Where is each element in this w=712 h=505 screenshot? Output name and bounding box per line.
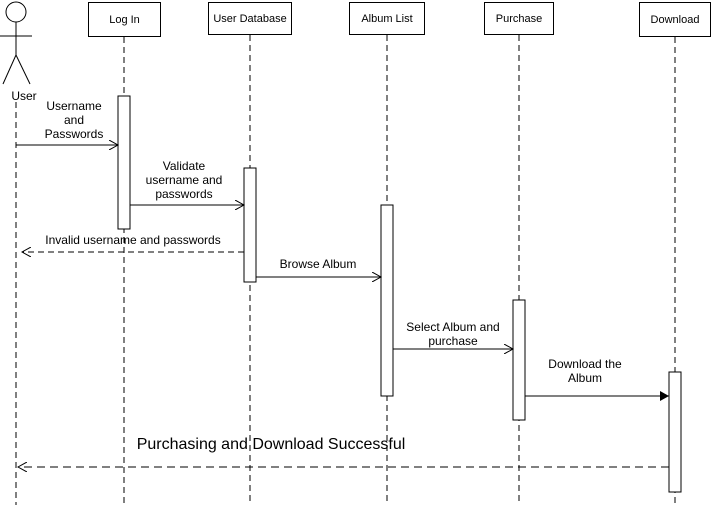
download-label: Download [650, 13, 700, 26]
message-line: passwords [155, 187, 213, 201]
message-label-username-passwords: Username and Passwords [34, 99, 114, 141]
message-label-browse-album: Browse Album [279, 257, 357, 271]
user-actor-icon [0, 1, 32, 85]
album-list-label: Album List [361, 12, 413, 25]
message-line: username and [145, 173, 223, 187]
purchase-label: Purchase [495, 12, 543, 25]
user-database-head: User Database [208, 2, 292, 35]
message-label-invalid: Invalid username and passwords [45, 233, 221, 247]
login-head: Log In [88, 2, 161, 37]
message-label-validate: Validate username and passwords [134, 159, 234, 201]
message-line: Download the [548, 357, 622, 371]
message-label-download-album: Download the Album [540, 357, 630, 385]
user-actor-label: User [11, 89, 37, 103]
message-label-success: Purchasing and Download Successful [136, 436, 406, 453]
download-head: Download [639, 2, 711, 37]
message-line: Album [567, 371, 602, 385]
login-label: Log In [109, 13, 140, 26]
message-line: Select Album and [406, 320, 500, 334]
message-line: and [63, 113, 85, 127]
album-list-activation [380, 204, 394, 397]
download-activation [668, 371, 682, 493]
purchase-head: Purchase [484, 2, 554, 35]
message-line: Validate [162, 159, 206, 173]
message-line: Passwords [44, 127, 104, 141]
album-list-head: Album List [349, 2, 425, 35]
user-database-activation [243, 167, 257, 283]
purchase-activation [512, 299, 526, 421]
login-activation [117, 95, 131, 230]
message-line: Username [46, 99, 102, 113]
message-label-select-album: Select Album and purchase [398, 320, 508, 348]
message-line: purchase [428, 334, 478, 348]
user-database-label: User Database [213, 12, 287, 25]
